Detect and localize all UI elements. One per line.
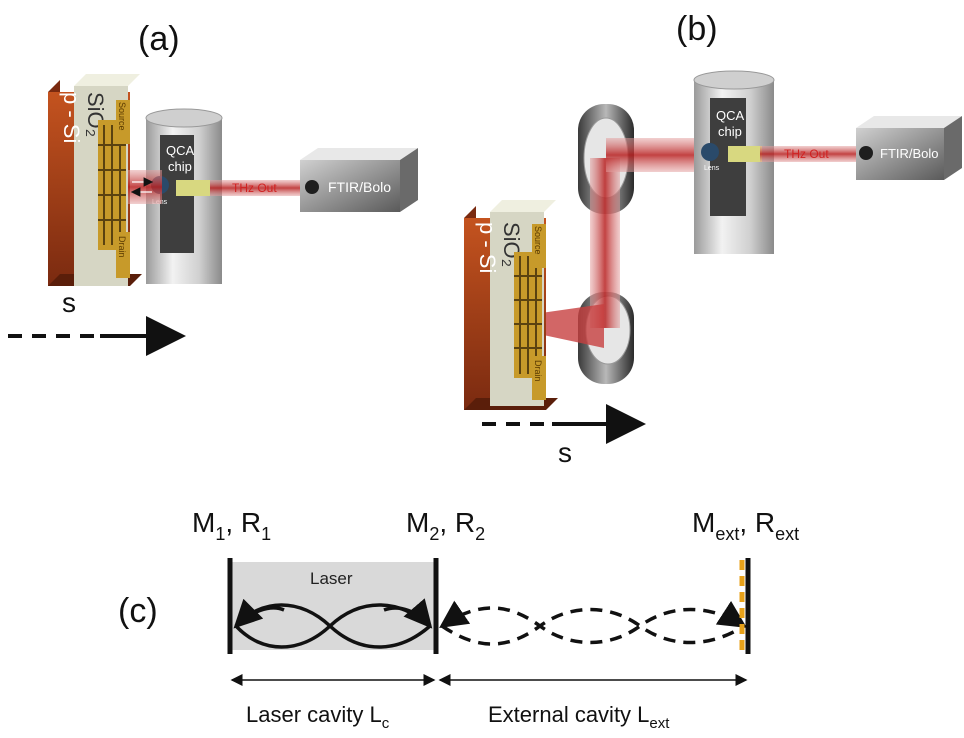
detector-aperture-icon-b: [859, 146, 873, 160]
external-cavity-label: External cavity Lext: [488, 702, 670, 732]
qca-label-a-line1: QCA: [166, 143, 195, 158]
mirror-m1-label: M1, R1: [192, 507, 271, 544]
substrate-label-a: p - Si: [59, 92, 84, 143]
source-label-b: Source: [533, 226, 543, 255]
thz-beam-b: [760, 146, 860, 162]
displacement-label-b: s: [558, 437, 572, 468]
laser-label: Laser: [310, 569, 353, 588]
drain-label-a: Drain: [117, 236, 127, 258]
laser-beam-a: [128, 170, 162, 204]
thz-beam-a: [208, 180, 318, 196]
source-label-a: Source: [117, 102, 127, 131]
qcl-waveguide-b: [728, 146, 762, 162]
detector-label-b: FTIR/Bolo: [880, 146, 939, 161]
drain-label-b: Drain: [533, 360, 543, 382]
displacement-label-a: s: [62, 287, 76, 318]
external-cavity-wave: [439, 600, 747, 646]
mirror-m2-label: M2, R2: [406, 507, 485, 544]
detector-aperture-icon-a: [305, 180, 319, 194]
detector-label-a: FTIR/Bolo: [328, 179, 391, 195]
lens-icon-b: [701, 143, 719, 161]
lens-label-b: Lens: [704, 165, 720, 172]
qcl-waveguide-a: [176, 180, 210, 196]
source-pad-b: [532, 224, 546, 268]
qca-cryostat-b: QCA chip Lens: [693, 70, 775, 254]
detector-a: FTIR/Bolo: [300, 148, 418, 212]
drain-pad-b: [532, 356, 546, 400]
device-a: p - Si SiO₂ Source Drain: [48, 74, 142, 286]
laser-cavity-wave: [233, 598, 433, 649]
device-b: p - Si SiO₂ Source Drain: [464, 200, 558, 410]
feedback-arrows-a: [130, 177, 154, 197]
thz-out-label-b: THz Out: [784, 147, 829, 161]
beam-vertical-b: [590, 158, 620, 328]
qca-label-a-line2: chip: [168, 159, 192, 174]
laser-cavity-label: Laser cavity Lc: [246, 702, 390, 732]
detector-b: FTIR/Bolo: [856, 116, 962, 180]
drain-pad-a: [116, 232, 130, 278]
panel-a: (a) QCA chip Lens p - Si SiO₂: [8, 20, 418, 356]
qca-label-b-line1: QCA: [716, 108, 745, 123]
panel-c-label: (c): [118, 592, 158, 630]
source-pad-a: [116, 100, 130, 144]
panel-c: (c) M1, R1 M2, R2 Mext, Rext Laser Laser…: [118, 507, 799, 732]
mirror-mext-label: Mext, Rext: [692, 507, 799, 544]
substrate-label-b: p - Si: [475, 222, 500, 273]
thz-out-label-a: THz Out: [232, 181, 277, 195]
gate-grid-a: [98, 125, 126, 245]
panel-b: (b) QCA chip Lens THz Out: [464, 10, 962, 468]
gate-grid-b: [514, 256, 542, 374]
panel-a-label: (a): [138, 20, 180, 58]
panel-b-label: (b): [676, 10, 718, 48]
qca-label-b-line2: chip: [718, 124, 742, 139]
